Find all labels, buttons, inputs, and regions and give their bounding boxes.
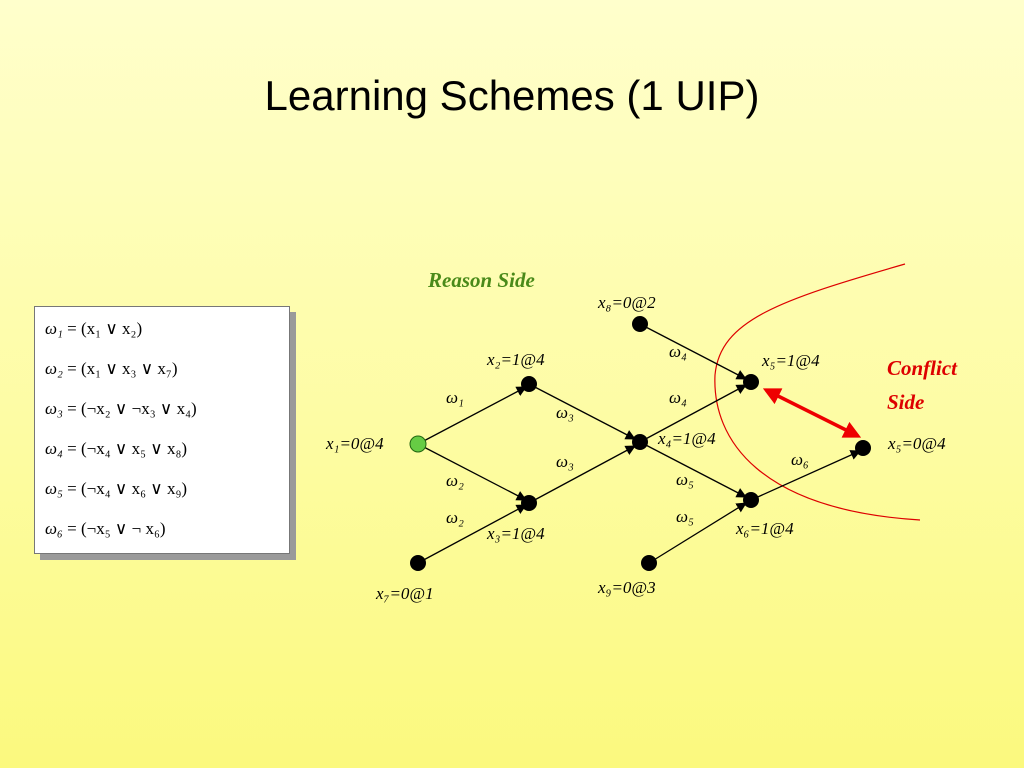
clause-omega2: ω₂ = (x₁ ∨ x₃ ∨ x₇) bbox=[45, 359, 178, 378]
label-x5-false: x₅=0@4 bbox=[887, 434, 946, 453]
clause-omega1: ω₁ = (x₁ ∨ x₂) bbox=[45, 319, 143, 338]
reason-side-label: Reason Side bbox=[427, 268, 535, 292]
node-x4 bbox=[632, 434, 648, 450]
node-x5-true bbox=[743, 374, 759, 390]
label-x5-true: x₅=1@4 bbox=[761, 351, 820, 370]
edge-x1-x3 bbox=[417, 443, 527, 501]
edge-x7-x3 bbox=[417, 504, 527, 564]
node-x1-decision bbox=[409, 435, 427, 453]
edge-label-x9-x6: ω₅ bbox=[676, 507, 694, 526]
node-x6 bbox=[743, 492, 759, 508]
edge-label-x8-x5: ω₄ bbox=[669, 342, 687, 361]
edge-label-x4-x6: ω₅ bbox=[676, 470, 694, 489]
clause-omega4: ω₄ = (¬x₄ ∨ x₅ ∨ x₈) bbox=[45, 439, 188, 458]
edge-x3-x4 bbox=[528, 445, 636, 504]
node-x7 bbox=[410, 555, 426, 571]
edge-x4-x5 bbox=[639, 384, 747, 443]
node-x3 bbox=[521, 495, 537, 511]
label-x4: x₄=1@4 bbox=[657, 429, 716, 448]
edge-label-x1-x3: ω₂ bbox=[446, 471, 464, 490]
cut-curve bbox=[714, 263, 921, 521]
node-x8 bbox=[632, 316, 648, 332]
edge-x9-x6 bbox=[648, 502, 747, 564]
edge-label-x1-x2: ω₁ bbox=[446, 388, 464, 407]
node-x9 bbox=[641, 555, 657, 571]
edge-x4-x6 bbox=[639, 441, 747, 498]
node-x2 bbox=[521, 376, 537, 392]
edge-label-x3-x4: ω₃ bbox=[556, 452, 574, 471]
clause-omega3: ω₃ = (¬x₂ ∨ ¬x₃ ∨ x₄) bbox=[45, 399, 197, 418]
label-x6: x₆=1@4 bbox=[735, 519, 794, 538]
edge-label-x7-x3: ω₂ bbox=[446, 508, 464, 527]
label-x1: x₁=0@4 bbox=[325, 434, 384, 453]
label-x7: x₇=0@1 bbox=[375, 584, 434, 603]
slide-title: Learning Schemes (1 UIP) bbox=[264, 72, 760, 119]
edge-label-x6-x5b: ω₆ bbox=[791, 450, 809, 469]
label-x9: x₉=0@3 bbox=[597, 578, 656, 597]
edge-x2-x4 bbox=[528, 383, 636, 440]
edge-label-x2-x4: ω₃ bbox=[556, 403, 574, 422]
edge-label-x4-x5: ω₄ bbox=[669, 388, 687, 407]
clause-omega6: ω₆ = (¬x₅ ∨ ¬ x₆) bbox=[45, 519, 166, 538]
label-x3: x₃=1@4 bbox=[486, 524, 545, 543]
edge-x8-x5 bbox=[639, 323, 747, 380]
conflict-side-label-line1: Conflict bbox=[887, 356, 958, 380]
clause-omega5: ω₅ = (¬x₄ ∨ x₆ ∨ x₉) bbox=[45, 479, 188, 498]
clause-list-box: ω₁ = (x₁ ∨ x₂) ω₂ = (x₁ ∨ x₃ ∨ x₇) ω₃ = … bbox=[34, 306, 290, 554]
label-x2: x₂=1@4 bbox=[486, 350, 545, 369]
edge-x1-x2 bbox=[417, 386, 527, 445]
label-x8: x₈=0@2 bbox=[597, 293, 656, 312]
node-x5-false bbox=[855, 440, 871, 456]
edge-x6-x5b bbox=[750, 450, 861, 501]
conflict-arrow bbox=[762, 388, 862, 438]
conflict-side-label-line2: Side bbox=[887, 390, 924, 414]
